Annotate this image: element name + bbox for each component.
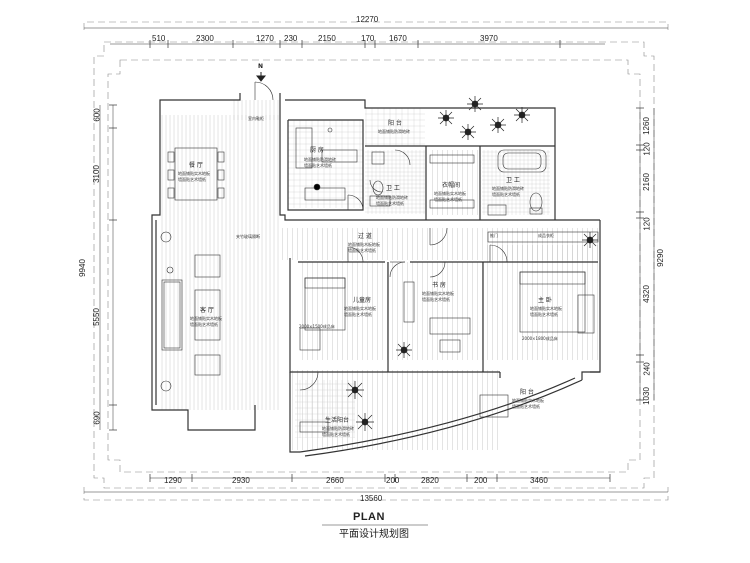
dim-right-4: 120 bbox=[642, 217, 652, 231]
note-wc-left-b: 墙面贴艺术墙纸 bbox=[376, 201, 404, 206]
walls bbox=[151, 93, 601, 457]
dim-left-3: 5550 bbox=[91, 308, 101, 326]
dim-bottom-4: 200 bbox=[386, 476, 400, 485]
note-bed-master: 2000×1800成品床 bbox=[522, 336, 558, 341]
room-life-balcony: 生活阳台 bbox=[325, 417, 350, 424]
note-wardrobe: 成品衣柜 bbox=[538, 233, 554, 238]
note-glass-partition: 夹竹玻璃隔断 bbox=[236, 234, 260, 239]
dim-left-total: 9940 bbox=[77, 259, 87, 277]
note-cloakroom-a: 地面铺贴实木地板 bbox=[434, 191, 466, 196]
dim-left-2: 3100 bbox=[91, 165, 101, 183]
room-dining: 餐 厅 bbox=[189, 162, 203, 169]
note-balcony-top: 地面铺贴防滑地砖 bbox=[378, 129, 410, 134]
note-entry-cabinet: 室内鞋柜 bbox=[248, 116, 264, 121]
page-title: PLAN bbox=[353, 511, 385, 523]
plant-decor bbox=[346, 96, 598, 431]
note-living-a: 地面铺贴实木地板 bbox=[190, 316, 222, 321]
dim-bottom-7: 3460 bbox=[530, 476, 548, 485]
dim-top-8: 3970 bbox=[480, 34, 498, 43]
room-kitchen: 厨 房 bbox=[310, 147, 324, 154]
note-swing-door: 推门 bbox=[490, 233, 498, 238]
dim-bottom-2: 2930 bbox=[232, 476, 250, 485]
note-master-a: 地面铺贴实木地板 bbox=[530, 306, 562, 311]
note-balcony-bottom-b: 墙面贴艺术墙纸 bbox=[512, 404, 540, 409]
room-master: 主 卧 bbox=[538, 297, 552, 304]
dim-right-6: 240 bbox=[642, 362, 652, 376]
note-kids-b: 墙面贴艺术墙纸 bbox=[344, 312, 372, 317]
room-cloakroom: 衣帽间 bbox=[442, 182, 461, 189]
dim-top-6: 170 bbox=[361, 34, 375, 43]
dim-bottom-3: 2660 bbox=[326, 476, 344, 485]
note-corridor-a: 地面铺贴木板地板 bbox=[348, 242, 380, 247]
note-balcony-bottom-a: 地面铺贴实木地板 bbox=[512, 398, 544, 403]
dim-left-4: 690 bbox=[92, 411, 102, 425]
dim-bottom-6: 200 bbox=[474, 476, 488, 485]
note-wc-right-b: 墙面贴艺术墙纸 bbox=[492, 192, 520, 197]
room-study: 书 房 bbox=[432, 282, 446, 289]
note-wc-left-a: 地面铺贴防滑地砖 bbox=[376, 195, 408, 200]
room-balcony-bottom: 阳 台 bbox=[520, 389, 534, 396]
dim-top-5: 2150 bbox=[318, 34, 336, 43]
dim-top-1: 510 bbox=[152, 34, 166, 43]
room-balcony-top: 阳 台 bbox=[388, 120, 402, 127]
furniture bbox=[160, 127, 599, 433]
dimension-lines bbox=[84, 27, 668, 493]
note-kitchen-b: 墙面贴艺术墙纸 bbox=[304, 163, 332, 168]
north-label: N bbox=[258, 63, 264, 70]
note-dining-b: 墙面贴艺术墙纸 bbox=[178, 177, 206, 182]
note-life-balcony-a: 地面铺贴防滑地砖 bbox=[322, 426, 354, 431]
dim-right-2: 120 bbox=[642, 142, 652, 156]
room-living: 客 厅 bbox=[200, 307, 214, 314]
floor-hatching bbox=[160, 100, 600, 450]
note-cloakroom-b: 墙面贴艺术墙纸 bbox=[434, 197, 462, 202]
note-corridor-b: 墙面贴艺术墙纸 bbox=[348, 248, 376, 253]
note-living-b: 墙面贴艺术墙纸 bbox=[190, 322, 218, 327]
room-kids: 儿童房 bbox=[353, 297, 372, 304]
outer-frame bbox=[83, 21, 669, 501]
note-study-a: 地面铺贴实木地板 bbox=[422, 291, 454, 296]
dim-top-4: 230 bbox=[284, 34, 298, 43]
dim-top-7: 1670 bbox=[389, 34, 407, 43]
note-kitchen-a: 地面铺贴防滑地砖 bbox=[304, 157, 336, 162]
dim-bottom-1: 1290 bbox=[164, 476, 182, 485]
dim-right-1: 1260 bbox=[641, 117, 651, 135]
note-master-b: 墙面贴艺术墙纸 bbox=[530, 312, 558, 317]
dim-left-1: 600 bbox=[92, 108, 102, 122]
north-arrow bbox=[255, 72, 267, 82]
note-bed-kids: 2000×1500成品床 bbox=[299, 324, 335, 329]
dim-right-7: 1030 bbox=[641, 387, 651, 405]
dim-right-3: 2160 bbox=[641, 173, 651, 191]
room-wc-right: 卫 工 bbox=[506, 177, 520, 184]
dim-top-total: 12270 bbox=[356, 15, 379, 24]
note-life-balcony-b: 墙面贴艺术墙纸 bbox=[322, 432, 350, 437]
note-dining-a: 地面铺贴实木地板 bbox=[178, 171, 210, 176]
dim-top-2: 2300 bbox=[196, 34, 214, 43]
doors bbox=[254, 81, 508, 391]
dim-top-3: 1270 bbox=[256, 34, 274, 43]
dim-right-total: 9290 bbox=[655, 249, 665, 267]
dim-right-5: 4320 bbox=[641, 285, 651, 303]
page-subtitle: 平面设计规划图 bbox=[339, 529, 409, 540]
room-corridor: 过 道 bbox=[358, 233, 372, 240]
room-wc-left: 卫 工 bbox=[386, 185, 400, 192]
note-kids-a: 地面铺贴实木地板 bbox=[344, 306, 376, 311]
note-wc-right-a: 地面铺贴防滑地砖 bbox=[492, 186, 524, 191]
note-study-b: 墙面贴艺术墙纸 bbox=[422, 297, 450, 302]
dim-bottom-5: 2820 bbox=[421, 476, 439, 485]
dim-bottom-total: 13560 bbox=[360, 494, 383, 503]
